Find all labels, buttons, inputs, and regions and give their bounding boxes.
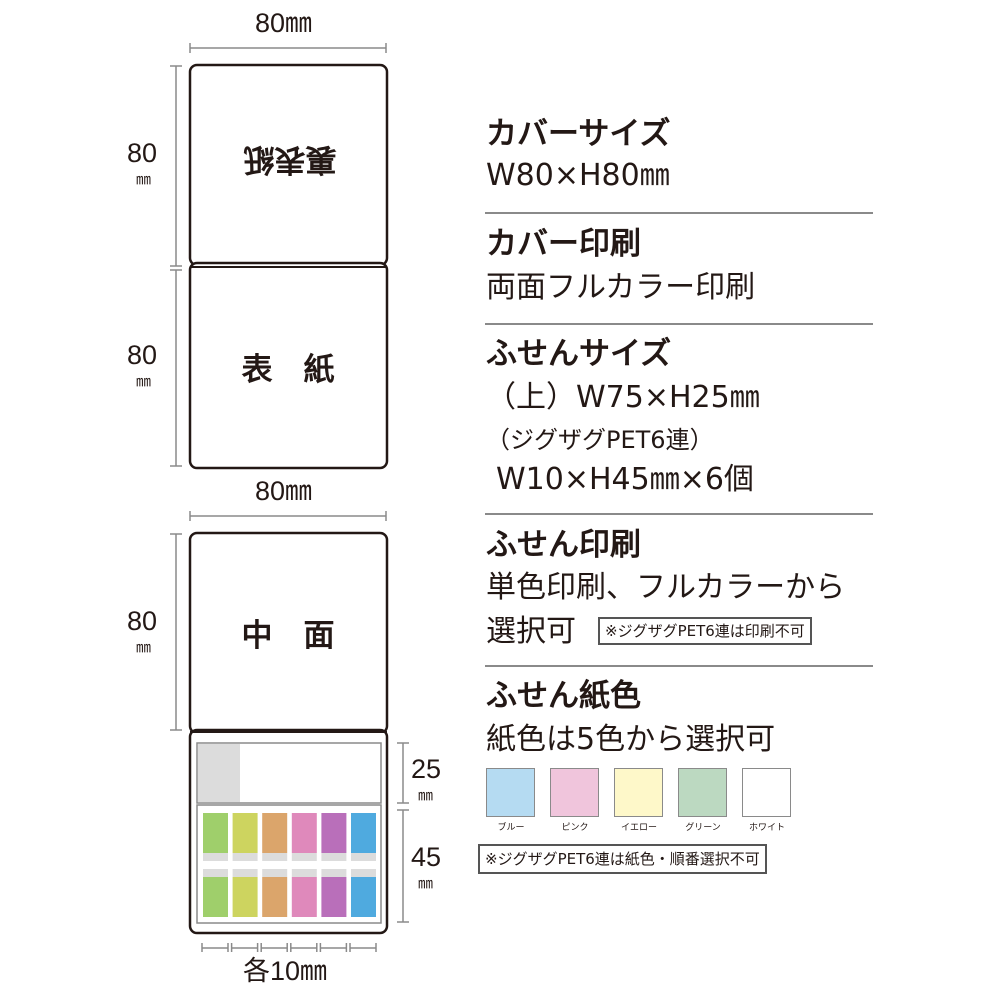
- tab-gap-1: [203, 861, 228, 869]
- paper-color-note: ※ジグザグPET6連は紙色・順番選択不可: [478, 844, 767, 874]
- sticky-size-line1: （上）W75×H25㎜: [486, 380, 760, 415]
- each-width-dimension: [201, 943, 377, 952]
- tab-adhesive-5: [321, 853, 347, 861]
- height-unit-3: ㎜: [136, 639, 152, 656]
- tab-bottom-1: [203, 877, 228, 917]
- tab-adhesive-lower-5: [321, 869, 347, 877]
- sticky-print-line1: 単色印刷、フルカラーから: [486, 570, 846, 605]
- tab-adhesive-1: [203, 853, 228, 861]
- sticky-print-line2: 選択可: [486, 614, 576, 649]
- sticky-height-dimension: [397, 742, 409, 923]
- tab-top-1: [203, 813, 228, 853]
- sticky-size-line3: W10×H45㎜×6個: [496, 462, 754, 497]
- tab-adhesive-4: [291, 853, 317, 861]
- tab-adhesive-lower-1: [203, 869, 228, 877]
- tab-gap-3: [262, 861, 288, 869]
- sticky-print-title: ふせん印刷: [486, 527, 641, 563]
- tab-top-5: [321, 813, 347, 853]
- tab-top-6: [351, 813, 376, 853]
- swatch-4: [678, 768, 727, 817]
- sticky-top-height-label: 25: [411, 754, 442, 784]
- divider-1: [485, 212, 873, 214]
- inside-label: 中 面: [241, 618, 335, 654]
- swatch-label-3: イエロー: [621, 823, 657, 833]
- swatch-label-2: ピンク: [561, 823, 589, 833]
- tab-adhesive-lower-4: [291, 869, 317, 877]
- width-dimension-mid: [189, 511, 387, 521]
- tab-bottom-5: [321, 877, 347, 917]
- sticky-zig-height-label: 45: [411, 842, 442, 872]
- tab-top-4: [291, 813, 317, 853]
- swatch-label-4: グリーン: [685, 823, 721, 833]
- tab-bottom-6: [351, 877, 376, 917]
- height-label-2: 80: [127, 340, 158, 370]
- swatch-2: [550, 768, 599, 817]
- tab-bottom-3: [262, 877, 288, 917]
- divider-2: [485, 323, 873, 325]
- width-dimension-top: [189, 43, 387, 53]
- tab-bottom-4: [291, 877, 317, 917]
- tab-adhesive-lower-6: [351, 869, 376, 877]
- tab-top-2: [232, 813, 258, 853]
- tab-top-3: [262, 813, 288, 853]
- swatch-1: [486, 768, 535, 817]
- cover-print-title: カバー印刷: [486, 226, 641, 262]
- tab-gap-2: [232, 861, 258, 869]
- each-width-label: 各10㎜: [243, 956, 328, 986]
- height-unit-1: ㎜: [136, 171, 152, 188]
- cover-back-label: 裏表紙: [243, 141, 337, 177]
- sticky-zig-height-unit: ㎜: [418, 875, 434, 892]
- tab-gap-4: [291, 861, 317, 869]
- cover-print-value: 両面フルカラー印刷: [486, 270, 756, 305]
- paper-color-line1: 紙色は5色から選択可: [486, 722, 776, 757]
- sticky-print-note: ※ジグザグPET6連は印刷不可: [598, 617, 812, 645]
- cover-front-label: 表 紙: [241, 352, 335, 388]
- tab-gap-5: [321, 861, 347, 869]
- cover-size-value: W80×H80㎜: [486, 158, 670, 193]
- zigzag-tabs: [203, 813, 376, 917]
- tab-adhesive-lower-3: [262, 869, 288, 877]
- width-label-top: 80㎜: [255, 8, 313, 38]
- swatch-3: [614, 768, 663, 817]
- tab-adhesive-2: [232, 853, 258, 861]
- swatch-label-1: ブルー: [497, 823, 525, 833]
- tab-adhesive-6: [351, 853, 376, 861]
- paper-color-title: ふせん紙色: [486, 678, 641, 714]
- sticky-top-height-unit: ㎜: [418, 787, 434, 804]
- tab-gap-6: [351, 861, 376, 869]
- sticky-size-title: ふせんサイズ: [486, 336, 672, 372]
- divider-4: [485, 665, 873, 667]
- tab-adhesive-lower-2: [232, 869, 258, 877]
- height-label-1: 80: [127, 138, 158, 168]
- tab-adhesive-3: [262, 853, 288, 861]
- height-label-3: 80: [127, 606, 158, 636]
- height-dimension-inside: [170, 533, 182, 731]
- sticky-top-adhesive: [198, 744, 240, 802]
- swatch-label-5: ホワイト: [748, 823, 785, 833]
- height-dimension-cover: [170, 65, 182, 467]
- height-unit-2: ㎜: [136, 373, 152, 390]
- divider-3: [485, 513, 873, 515]
- width-label-mid: 80㎜: [255, 476, 313, 506]
- cover-front-panel: [188, 261, 389, 470]
- tab-bottom-2: [232, 877, 258, 917]
- sticky-size-line2: （ジグザグPET6連）: [486, 426, 714, 454]
- swatch-5: [742, 768, 791, 817]
- cover-size-title: カバーサイズ: [486, 116, 671, 152]
